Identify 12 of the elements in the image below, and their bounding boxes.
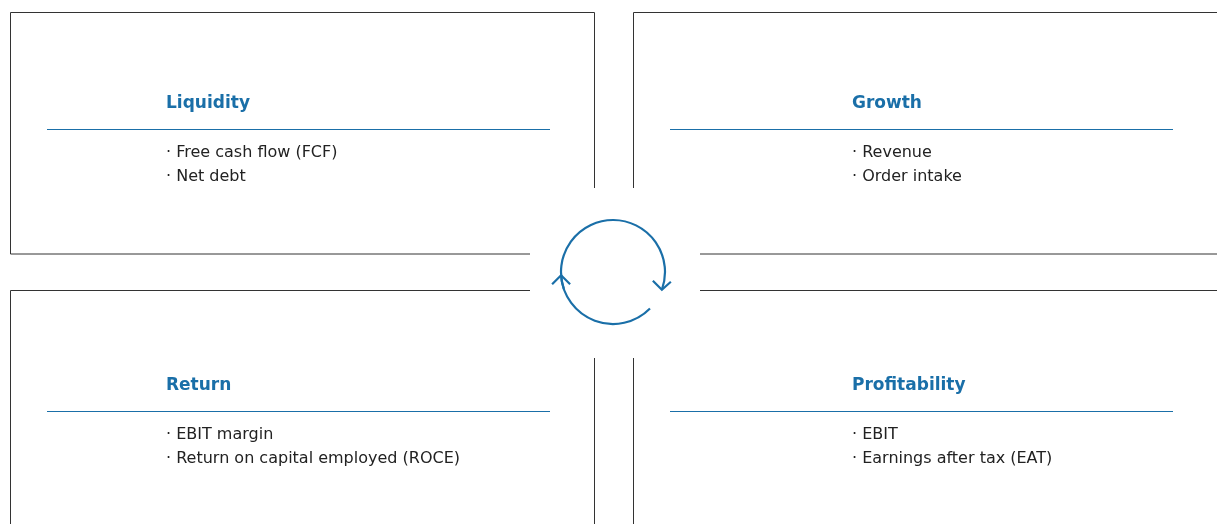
panel-heading: Profitability [852, 374, 966, 394]
list-item: · Order intake [852, 166, 962, 185]
panel-heading: Return [166, 374, 232, 394]
list-item: · Revenue [852, 142, 932, 161]
list-item: · Free cash flow (FCF) [166, 142, 338, 161]
panel-heading: Liquidity [166, 92, 250, 112]
list-item: · EBIT [852, 424, 898, 443]
list-item: · Earnings after tax (EAT) [852, 448, 1053, 467]
list-item: · Net debt [166, 166, 246, 185]
list-item: · EBIT margin [166, 424, 274, 443]
list-item: · Return on capital employed (ROCE) [166, 448, 461, 467]
panel-heading: Growth [852, 92, 922, 112]
